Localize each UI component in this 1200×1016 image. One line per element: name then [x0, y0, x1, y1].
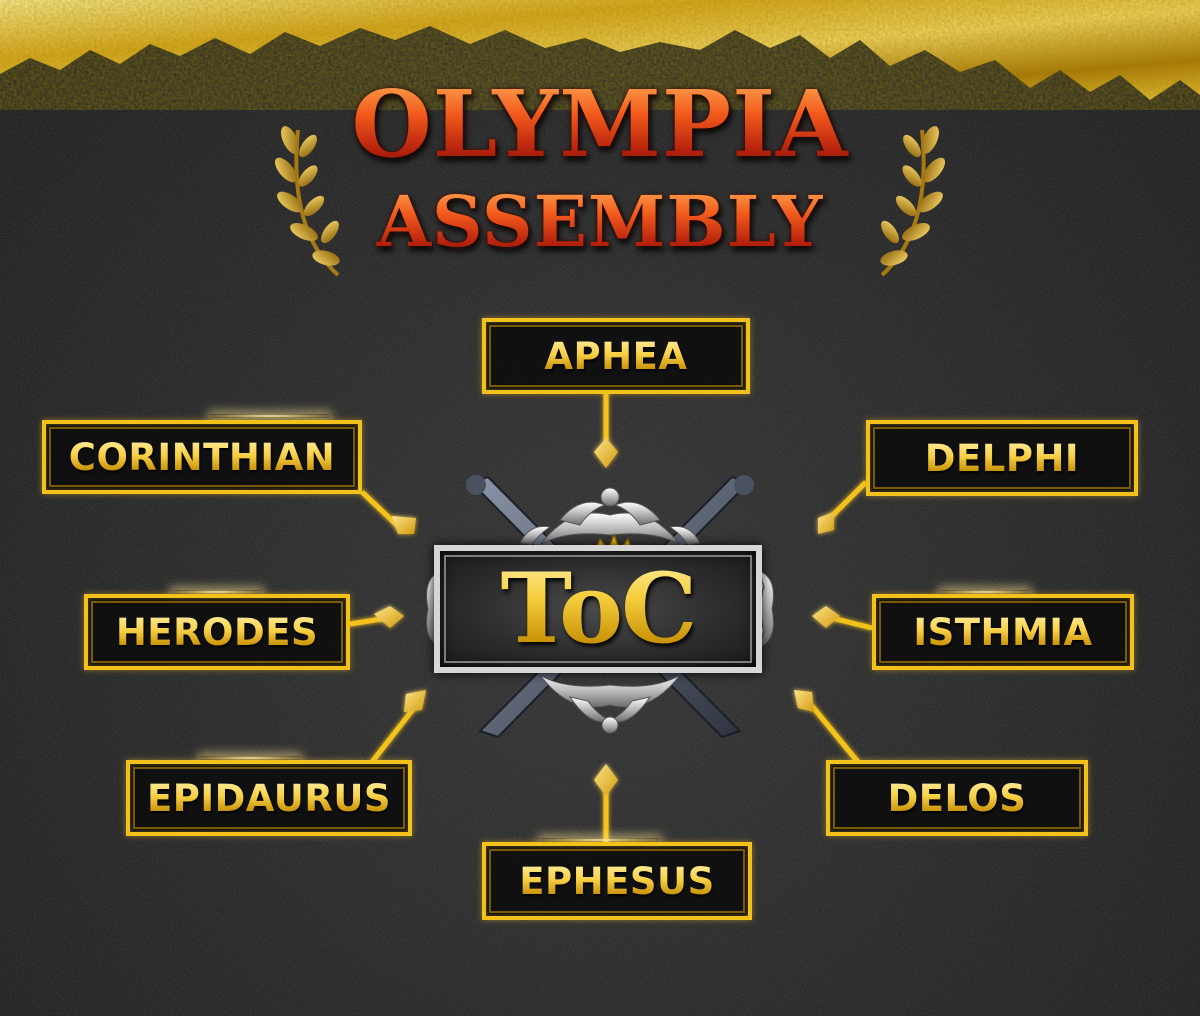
node-corinthian[interactable]: CORINTHIAN	[42, 420, 362, 494]
connector-top-right	[828, 480, 868, 520]
node-ephesus[interactable]: EPHESUS	[482, 842, 752, 920]
node-label: EPHESUS	[519, 859, 715, 903]
emblem-label: ToC	[434, 547, 762, 671]
arrow-head-icon	[404, 690, 426, 712]
arrow-head-icon	[392, 516, 416, 534]
sparkle	[210, 414, 330, 418]
node-herodes[interactable]: HERODES	[84, 594, 350, 670]
arrow-head-icon	[812, 606, 840, 628]
laurel-wreath-icon	[274, 126, 340, 277]
node-label: DELOS	[887, 776, 1027, 820]
node-delphi[interactable]: DELPHI	[866, 420, 1138, 496]
sparkle	[940, 590, 1030, 594]
laurel-wreath-icon	[880, 126, 946, 277]
gold-foil-border	[0, 0, 1200, 100]
connector-bottom-right	[810, 704, 860, 764]
node-label: ISTHMIA	[913, 610, 1093, 654]
sparkle	[200, 756, 300, 760]
node-aphea[interactable]: APHEA	[482, 318, 750, 394]
node-label: CORINTHIAN	[68, 435, 336, 479]
connector-mid-right	[831, 615, 873, 631]
title-olympia: OLYMPIA	[260, 74, 940, 174]
node-label: DELPHI	[924, 436, 1080, 480]
toc-emblem[interactable]: ToC	[420, 475, 800, 745]
node-label: APHEA	[544, 334, 688, 378]
arrow-head-icon	[594, 764, 618, 796]
node-delos[interactable]: DELOS	[826, 760, 1088, 836]
arrow-head-icon	[374, 606, 404, 628]
sparkle	[172, 590, 262, 594]
arrow-head-icon	[594, 438, 618, 468]
node-epidaurus[interactable]: EPIDAURUS	[126, 760, 412, 836]
arrow-head-icon	[818, 512, 834, 534]
connector-bottom-left	[370, 706, 416, 764]
node-label: EPIDAURUS	[146, 776, 392, 820]
title-assembly: ASSEMBLY	[260, 182, 940, 262]
sparkle	[540, 838, 660, 842]
emblem-plate	[434, 545, 762, 673]
node-isthmia[interactable]: ISTHMIA	[872, 594, 1134, 670]
connector-top-left	[360, 490, 402, 530]
title-block: OLYMPIA ASSEMBLY	[260, 70, 940, 290]
arrow-head-icon	[794, 690, 814, 712]
node-label: HERODES	[115, 610, 319, 654]
